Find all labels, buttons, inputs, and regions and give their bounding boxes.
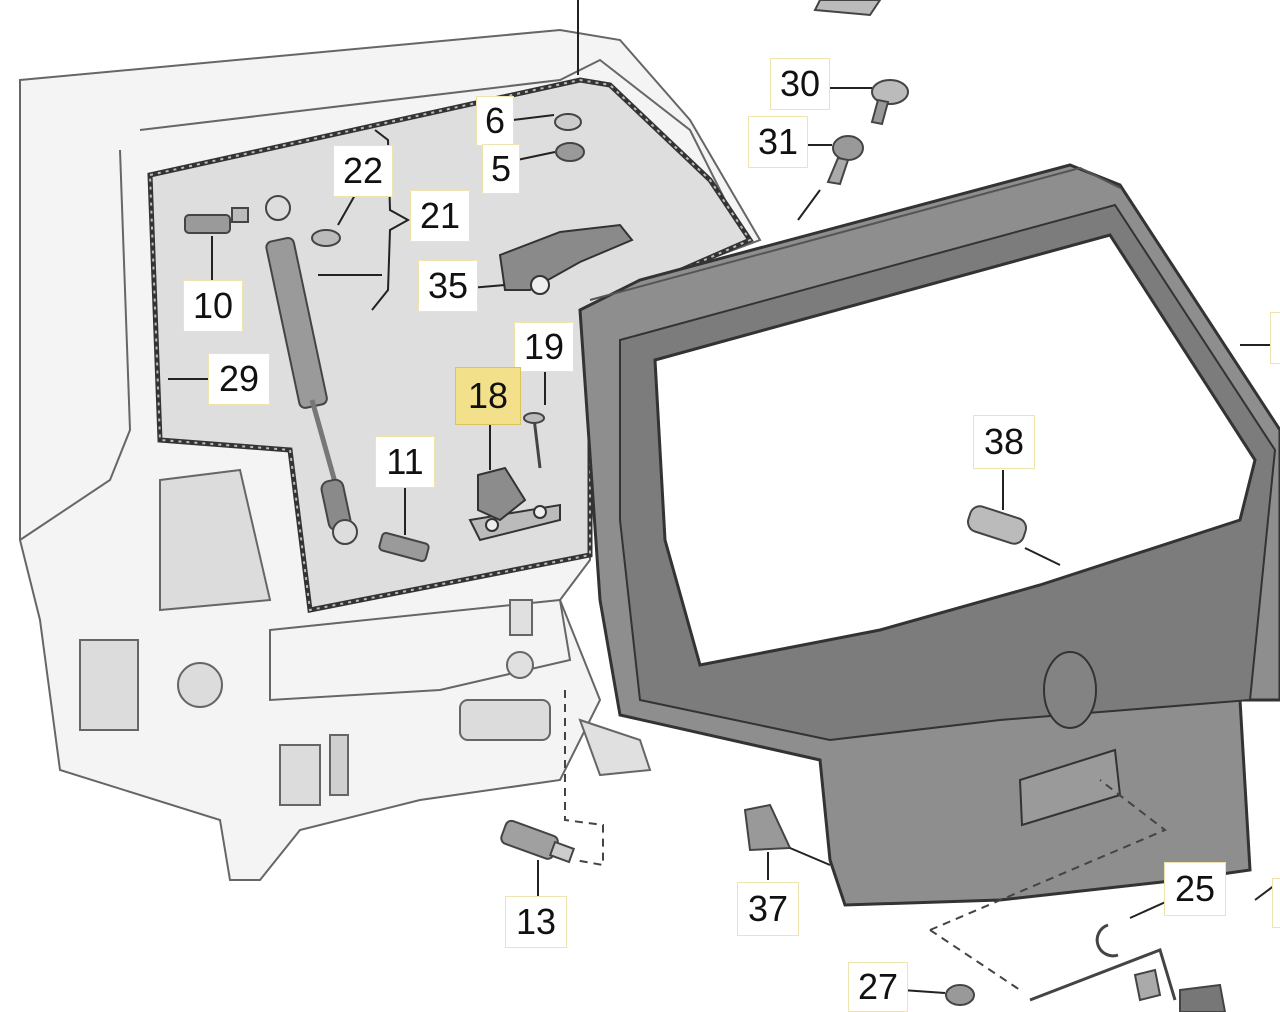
callout-5[interactable]: 5 [482, 144, 520, 194]
callout-35[interactable]: 35 [418, 260, 478, 312]
callout-22[interactable]: 22 [333, 145, 393, 197]
body-panels [79, 468, 652, 806]
screw-19 [523, 412, 545, 469]
callout-13[interactable]: 13 [505, 896, 567, 948]
callout-25[interactable]: 25 [1164, 862, 1226, 916]
bolt-30-31 [826, 79, 909, 186]
clip-22 [311, 229, 341, 247]
ball-stud-11 [378, 531, 430, 563]
hose-35 [498, 223, 634, 295]
gas-strut [265, 195, 358, 545]
callout-37[interactable]: 37 [737, 882, 799, 936]
striker-18 [468, 466, 561, 542]
callout-38[interactable]: 38 [973, 415, 1035, 469]
callout-6[interactable]: 6 [476, 96, 514, 146]
callout-partial-bottom-right [1272, 878, 1280, 928]
callout-27[interactable]: 27 [848, 962, 908, 1012]
callout-30[interactable]: 30 [770, 58, 830, 110]
callout-18[interactable]: 18 [455, 367, 521, 425]
tailgate [578, 163, 1280, 907]
lock-parts [813, 0, 1227, 1012]
callout-11[interactable]: 11 [375, 436, 435, 488]
callout-21[interactable]: 21 [410, 190, 470, 242]
callout-19[interactable]: 19 [514, 322, 574, 372]
dashed-guides [564, 690, 1167, 991]
callout-partial-right [1270, 312, 1280, 364]
callout-10[interactable]: 10 [183, 280, 243, 332]
buffer-13 [500, 819, 576, 864]
callout-31[interactable]: 31 [748, 116, 808, 168]
buffer-37 [743, 803, 792, 852]
bolt-10 [184, 207, 249, 234]
stop-38 [967, 505, 1027, 545]
nut-6-5 [554, 113, 585, 162]
callout-29[interactable]: 29 [208, 353, 270, 405]
